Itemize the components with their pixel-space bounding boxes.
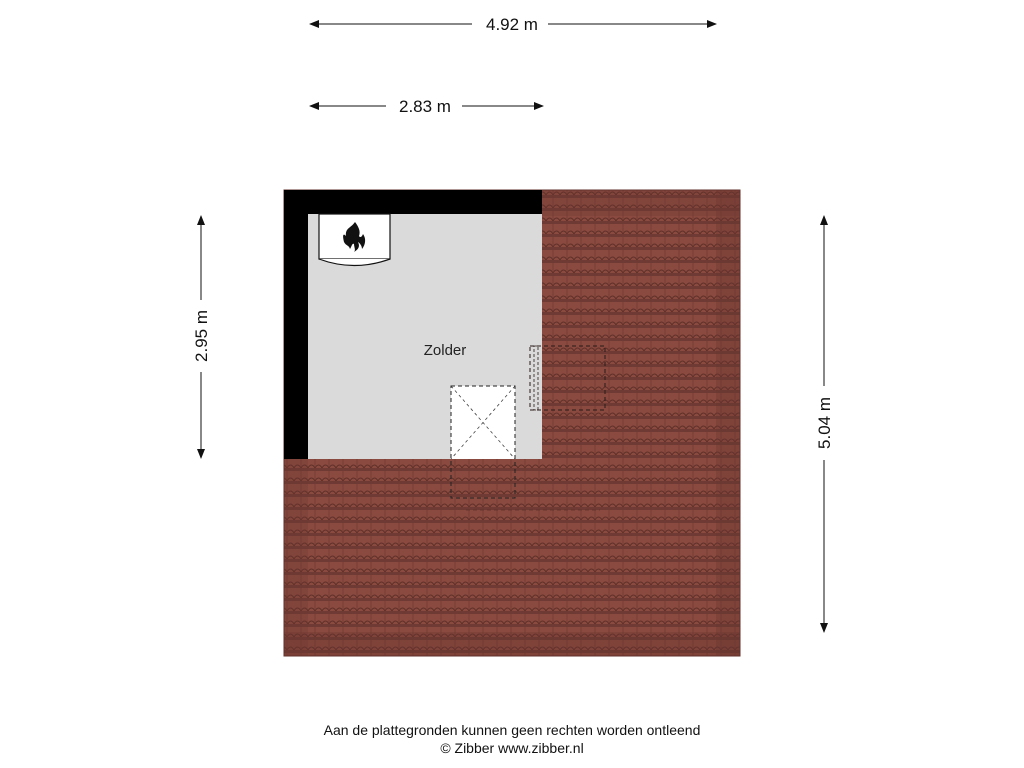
footer-disclaimer: Aan de plattegronden kunnen geen rechten… [323,722,701,738]
stair-hatch [450,385,600,511]
dimension-right-height-label: 5.04 m [815,397,834,449]
dimension-left-height-label: 2.95 m [192,310,211,362]
dimension-right-height: 5.04 m [815,215,834,633]
dimension-top-partial-label: 2.83 m [399,97,451,116]
dimension-top-partial: 2.83 m [309,97,544,116]
walls [284,190,542,459]
dimension-top-total: 4.92 m [309,15,717,34]
footer-copyright: © Zibber www.zibber.nl [440,740,584,756]
skylight-window [529,345,606,411]
heater-unit [318,213,391,267]
room-label: Zolder [424,342,467,359]
flame-icon [343,222,366,252]
dimension-left-height: 2.95 m [192,215,211,459]
dimension-top-total-label: 4.92 m [486,15,538,34]
